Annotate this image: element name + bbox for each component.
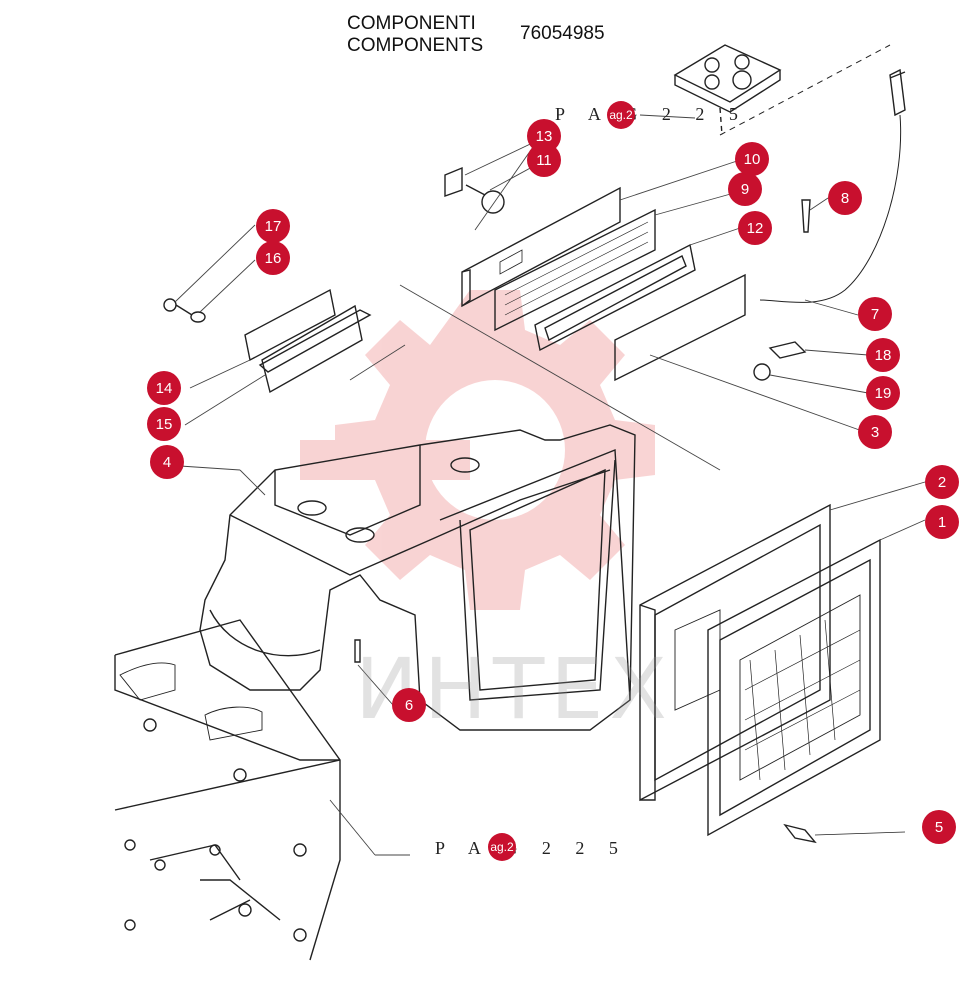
filter-housing <box>461 186 621 308</box>
part-code: 76054985 <box>520 23 605 44</box>
callout-9[interactable]: 9 <box>728 172 762 206</box>
sensor-cable <box>889 68 906 117</box>
callout-8[interactable]: 8 <box>828 181 862 215</box>
callout-19[interactable]: 19 <box>866 376 900 410</box>
callout-4[interactable]: 4 <box>150 445 184 479</box>
callout-13[interactable]: 13 <box>527 119 561 153</box>
engine-block <box>114 619 341 961</box>
filter-element <box>494 208 656 332</box>
seal <box>534 243 696 352</box>
page-reference-top: P A G 2 2 5 <box>555 104 748 124</box>
callout-6[interactable]: 6 <box>392 688 426 722</box>
callout-14[interactable]: 14 <box>147 371 181 405</box>
callout-16[interactable]: 16 <box>256 241 290 275</box>
mounting-plate <box>614 273 746 382</box>
callout-17[interactable]: 17 <box>256 209 290 243</box>
callout-12[interactable]: 12 <box>738 211 772 245</box>
duct-housing <box>199 424 636 731</box>
page-reference-bottom: P A G 2 2 5 <box>435 838 628 858</box>
callout-5[interactable]: 5 <box>922 810 956 844</box>
callout-2[interactable]: 2 <box>925 465 959 499</box>
callout-18[interactable]: 18 <box>866 338 900 372</box>
callout-1[interactable]: 1 <box>925 505 959 539</box>
bracket <box>444 166 463 197</box>
callout-7[interactable]: 7 <box>858 297 892 331</box>
callout-15[interactable]: 15 <box>147 407 181 441</box>
flange <box>244 288 336 362</box>
filter-frame <box>639 503 831 802</box>
callout-10[interactable]: 10 <box>735 142 769 176</box>
callout-3[interactable]: 3 <box>858 415 892 449</box>
gear-watermark <box>300 290 655 610</box>
gasket <box>258 309 372 373</box>
page-badge-top[interactable]: ag.2 <box>607 101 635 129</box>
page-badge-bottom[interactable]: ag.2 <box>488 833 516 861</box>
title-english: COMPONENTS <box>347 35 484 56</box>
title-italian: COMPONENTI <box>347 13 476 34</box>
filter-cover <box>707 538 881 837</box>
